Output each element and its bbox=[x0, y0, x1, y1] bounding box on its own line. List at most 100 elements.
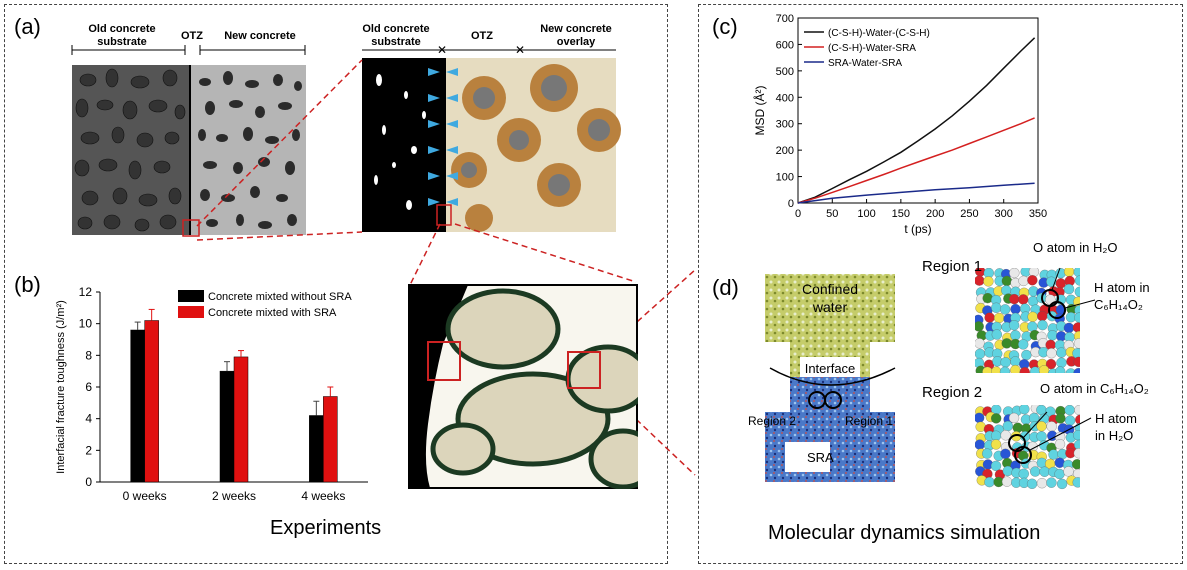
bar bbox=[219, 370, 235, 483]
atom bbox=[1073, 448, 1080, 459]
msd-legend-label: (C-S-H)-Water-SRA bbox=[828, 43, 916, 54]
atom bbox=[983, 276, 994, 287]
msd-x-tick-label: 100 bbox=[857, 208, 875, 220]
region2-title: Region 2 bbox=[922, 384, 983, 401]
atom bbox=[1056, 478, 1068, 490]
left-caption: Experiments bbox=[270, 517, 382, 539]
msd-y-tick-label: 300 bbox=[776, 119, 794, 131]
atom bbox=[1046, 477, 1057, 488]
msd-y-tick-label: 600 bbox=[776, 39, 794, 51]
bar-x-tick-label: 2 weeks bbox=[212, 489, 256, 503]
atom bbox=[1019, 405, 1030, 415]
bar-y-tick-label: 12 bbox=[79, 285, 93, 299]
atom bbox=[1018, 339, 1029, 350]
bar-y-tick-label: 6 bbox=[85, 380, 92, 394]
bar-y-tick-label: 10 bbox=[79, 317, 93, 331]
msd-y-tick-label: 700 bbox=[776, 13, 794, 25]
svg-text:overlay: overlay bbox=[557, 36, 596, 48]
r1-o-atom-label: O atom in H₂O bbox=[1033, 240, 1118, 255]
svg-text:Old concrete: Old concrete bbox=[362, 23, 429, 35]
atom bbox=[1027, 275, 1038, 286]
atom bbox=[990, 439, 1002, 450]
aggregate-pattern bbox=[74, 68, 186, 232]
bar-y-tick-label: 8 bbox=[85, 348, 92, 362]
bar-x-tick-label: 0 weeks bbox=[123, 489, 167, 503]
bar bbox=[144, 320, 159, 483]
msd-y-tick-label: 400 bbox=[776, 92, 794, 104]
svg-text:✕: ✕ bbox=[437, 43, 447, 57]
msd-series-line bbox=[797, 182, 1035, 204]
msd-x-tick-label: 250 bbox=[960, 208, 978, 220]
atom bbox=[1054, 439, 1066, 450]
msd-x-tick-label: 50 bbox=[826, 208, 838, 220]
atom bbox=[1065, 368, 1076, 373]
schematic1-old-label: Old concrete bbox=[88, 23, 155, 35]
schematic1-otz-label: OTZ bbox=[181, 30, 203, 42]
right-caption: Molecular dynamics simulation bbox=[768, 522, 1041, 544]
atom bbox=[1073, 368, 1080, 373]
atom bbox=[1019, 367, 1030, 373]
bar-y-axis-label: Interfacial fracture toughness (J/m²) bbox=[55, 300, 67, 474]
atom bbox=[982, 448, 993, 459]
legend-label: Concrete mixted with SRA bbox=[208, 307, 337, 319]
atom bbox=[1063, 466, 1074, 477]
region1-atom-view bbox=[975, 268, 1080, 373]
atom bbox=[1037, 319, 1048, 331]
msd-x-tick-label: 200 bbox=[926, 208, 944, 220]
svg-text:OTZ: OTZ bbox=[471, 30, 493, 42]
svg-text:substrate: substrate bbox=[371, 36, 421, 48]
atom-annotations bbox=[1022, 267, 1096, 451]
atom bbox=[1009, 268, 1020, 279]
otz-zoom-schematic bbox=[408, 284, 638, 489]
msd-x-tick-label: 300 bbox=[995, 208, 1013, 220]
panel-label-d: (d) bbox=[712, 275, 739, 300]
atom bbox=[975, 321, 984, 332]
msd-legend-label: SRA-Water-SRA bbox=[828, 58, 902, 69]
msd-x-tick-label: 0 bbox=[795, 208, 801, 220]
confined-water-label-1: Confined bbox=[802, 281, 858, 297]
msd-x-tick-label: 350 bbox=[1029, 208, 1047, 220]
bar bbox=[323, 396, 338, 483]
panel-label-c: (c) bbox=[712, 14, 738, 39]
msd-y-tick-label: 200 bbox=[776, 145, 794, 157]
atom bbox=[1063, 283, 1075, 295]
confined-water-label-2: water bbox=[812, 299, 848, 315]
msd-plot-frame bbox=[797, 17, 1039, 204]
atom bbox=[999, 304, 1011, 315]
bar-y-tick-label: 2 bbox=[85, 443, 92, 457]
atom bbox=[1075, 414, 1080, 425]
simulation-panel bbox=[698, 4, 1183, 564]
r2-o-atom-label: O atom in C₆H₁₄O₂ bbox=[1040, 381, 1149, 396]
sra-label: SRA bbox=[807, 450, 834, 465]
atom bbox=[1008, 412, 1020, 424]
bar bbox=[130, 329, 145, 483]
bar-y-tick-label: 0 bbox=[85, 475, 92, 489]
atom bbox=[990, 460, 1002, 472]
interface-label: Interface bbox=[805, 361, 856, 376]
panel-label-a: (a) bbox=[14, 14, 41, 39]
msd-y-tick-label: 100 bbox=[776, 172, 794, 184]
atom bbox=[1074, 275, 1080, 286]
msd-y-tick-label: 0 bbox=[788, 198, 794, 210]
bar-y-tick-label: 4 bbox=[85, 412, 92, 426]
msd-y-axis-label: MSD (Å²) bbox=[752, 86, 767, 136]
svg-text:New concrete: New concrete bbox=[540, 23, 612, 35]
legend-swatch bbox=[178, 306, 204, 318]
bar-x-tick-label: 4 weeks bbox=[301, 489, 345, 503]
r1-h-atom-label: H atom in C₆H₁₄O₂ bbox=[1094, 280, 1150, 312]
svg-text:✕: ✕ bbox=[515, 43, 525, 57]
atom bbox=[999, 366, 1011, 373]
region2-atom-view bbox=[975, 405, 1080, 490]
bar bbox=[233, 356, 249, 483]
md-snapshot-confined-water: Confined water Interface Region 2 Region… bbox=[748, 274, 896, 482]
msd-x-axis-label: t (ps) bbox=[904, 222, 931, 236]
atom bbox=[1055, 366, 1066, 373]
atom bbox=[991, 329, 1002, 340]
region1-title: Region 1 bbox=[922, 258, 983, 275]
atom bbox=[1073, 356, 1080, 368]
msd-series-line bbox=[797, 117, 1035, 204]
schematic-otz-detail: Old concrete substrate OTZ New concrete … bbox=[362, 23, 621, 232]
inner-region2-label: Region 2 bbox=[748, 414, 796, 428]
msd-series-line bbox=[797, 37, 1036, 204]
